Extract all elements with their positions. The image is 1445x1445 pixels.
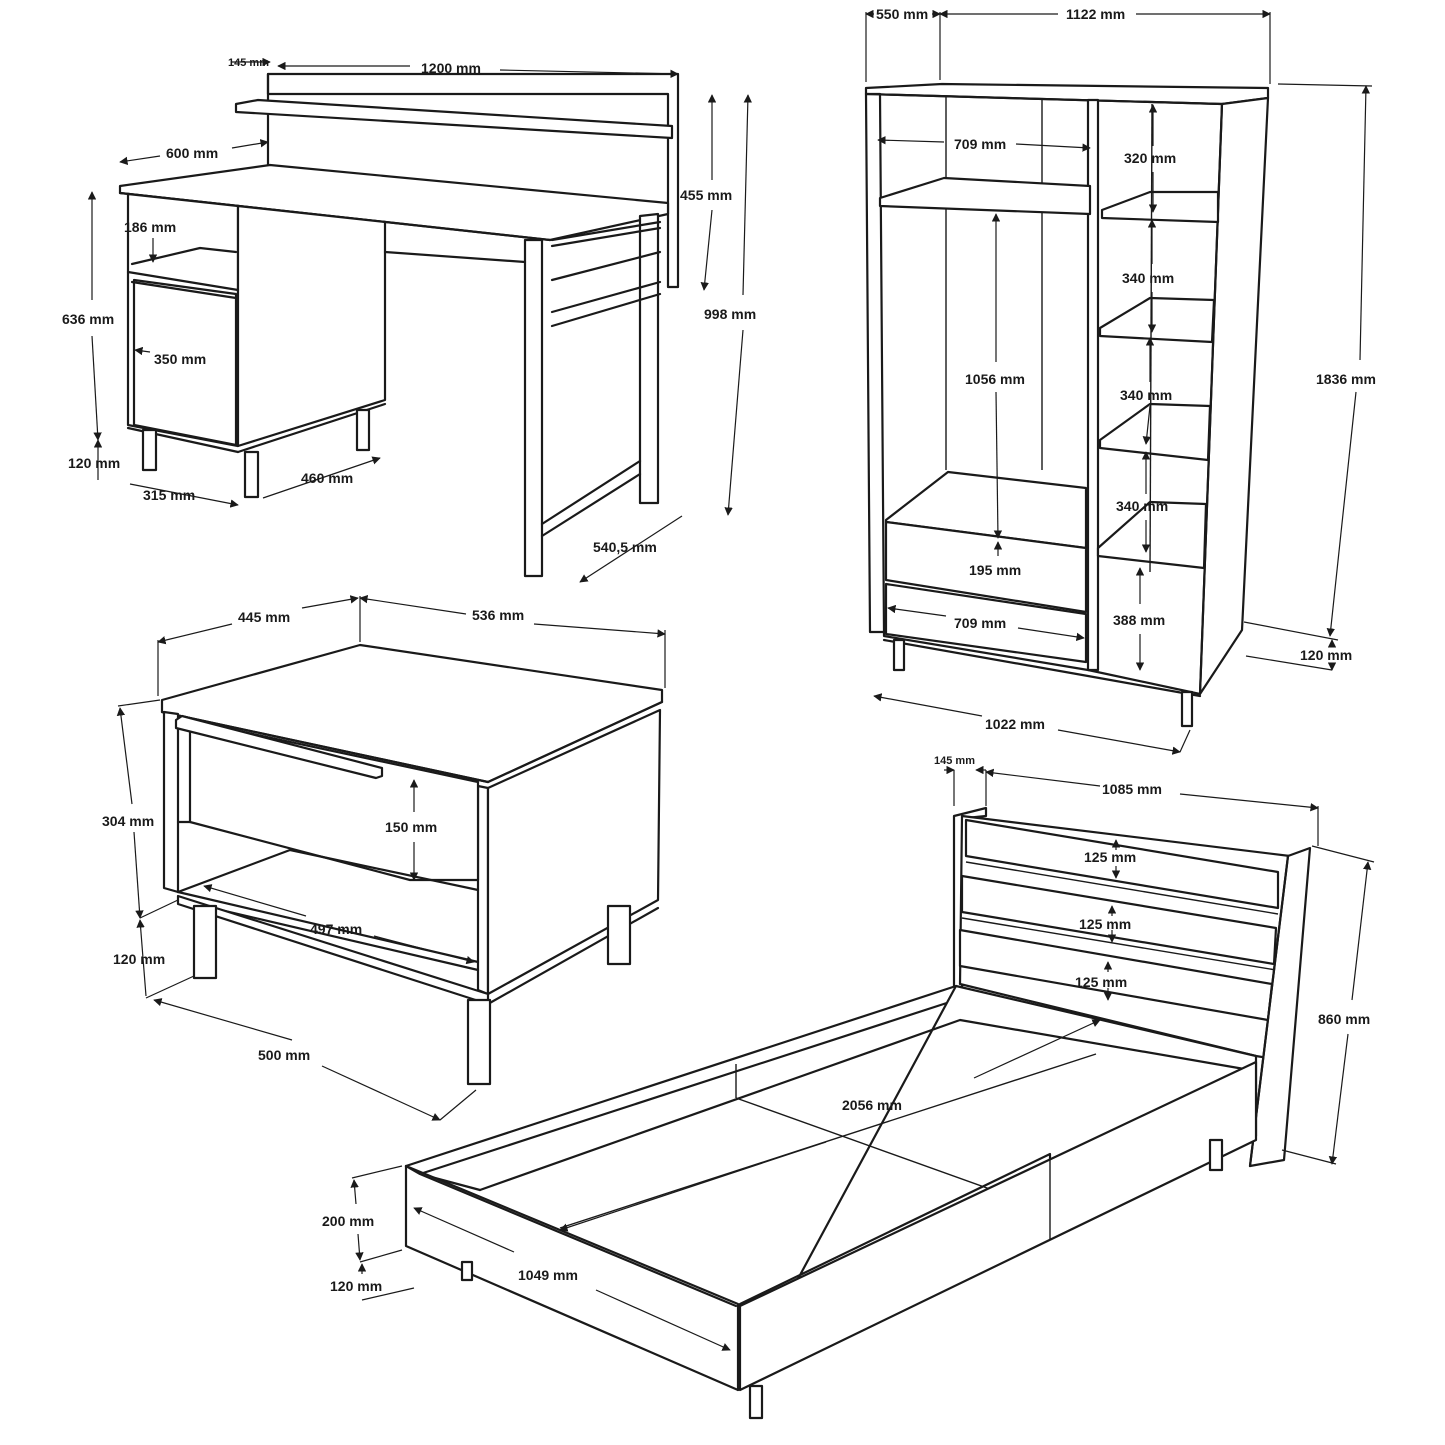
desk-niche-height-label: 186 mm [124, 219, 176, 235]
desk-total-height-label: 998 mm [704, 306, 756, 322]
nightstand-width-label: 536 mm [472, 607, 524, 623]
bed-headboard-height-label: 860 mm [1318, 1011, 1370, 1027]
bed-width-label: 1085 mm [1102, 781, 1162, 797]
desk-cabinet-width-label: 460 mm [301, 470, 353, 486]
desk-hutch-height-label: 455 mm [680, 187, 732, 203]
desk-drawing: 145 mm 1200 mm 600 mm 455 mm 998 mm 186 … [62, 57, 756, 583]
bed-slat-3-label: 125 mm [1075, 974, 1127, 990]
bed-drawing: 145 mm 1085 mm 125 mm 125 mm 125 mm 860 … [322, 755, 1375, 1420]
desk-body-height-label: 636 mm [62, 311, 114, 327]
wardrobe-bottom-compartment-label: 388 mm [1113, 612, 1165, 628]
desk-frame-depth-label: 540,5 mm [593, 539, 657, 555]
wardrobe-shelf-gap-3-label: 340 mm [1116, 498, 1168, 514]
wardrobe-leg-height-label: 120 mm [1300, 647, 1352, 663]
bed-length-label: 2056 mm [842, 1097, 902, 1113]
wardrobe-base-width-label: 1022 mm [985, 716, 1045, 732]
nightstand-body-height-label: 304 mm [102, 813, 154, 829]
wardrobe-drawer-height-label: 195 mm [969, 562, 1021, 578]
bed-frame-height-label: 200 mm [322, 1213, 374, 1229]
bed-slat-1-label: 125 mm [1084, 849, 1136, 865]
wardrobe-total-height-label: 1836 mm [1316, 371, 1376, 387]
nightstand-drawer-height-label: 150 mm [385, 819, 437, 835]
nightstand-base-width-label: 500 mm [258, 1047, 310, 1063]
wardrobe-width-label: 1122 mm [1066, 6, 1125, 22]
bed-inner-width-label: 1049 mm [518, 1267, 578, 1283]
desk-shelf-depth-label: 145 mm [228, 57, 269, 69]
wardrobe-hanging-height-label: 1056 mm [965, 371, 1025, 387]
bed-leg-height-label: 120 mm [330, 1278, 382, 1294]
wardrobe-drawer-width-label: 709 mm [954, 615, 1006, 631]
desk-drawer-height-label: 350 mm [154, 351, 206, 367]
desk-depth-label: 600 mm [166, 145, 218, 161]
wardrobe-upper-compartment-label: 709 mm [954, 136, 1006, 152]
bed-slat-2-label: 125 mm [1079, 916, 1131, 932]
wardrobe-drawing: 550 mm 1122 mm 709 mm 320 mm 340 mm 340 … [864, 6, 1376, 755]
wardrobe-depth-label: 550 mm [876, 6, 928, 22]
nightstand-inner-width-label: 497 mm [310, 921, 362, 937]
desk-leg-height-label: 120 mm [68, 455, 120, 471]
bed-headboard-depth-label: 145 mm [934, 755, 975, 767]
wardrobe-top-shelf-gap-label: 320 mm [1124, 150, 1176, 166]
nightstand-leg-height-label: 120 mm [113, 951, 165, 967]
wardrobe-shelf-gap-1-label: 340 mm [1122, 270, 1174, 286]
nightstand-drawing: 445 mm 536 mm 304 mm 150 mm 497 mm 120 m… [102, 594, 666, 1121]
nightstand-depth-label: 445 mm [238, 609, 290, 625]
desk-cabinet-depth-label: 315 mm [143, 487, 195, 503]
wardrobe-shelf-gap-2-label: 340 mm [1120, 387, 1172, 403]
desk-width-label: 1200 mm [421, 60, 481, 76]
